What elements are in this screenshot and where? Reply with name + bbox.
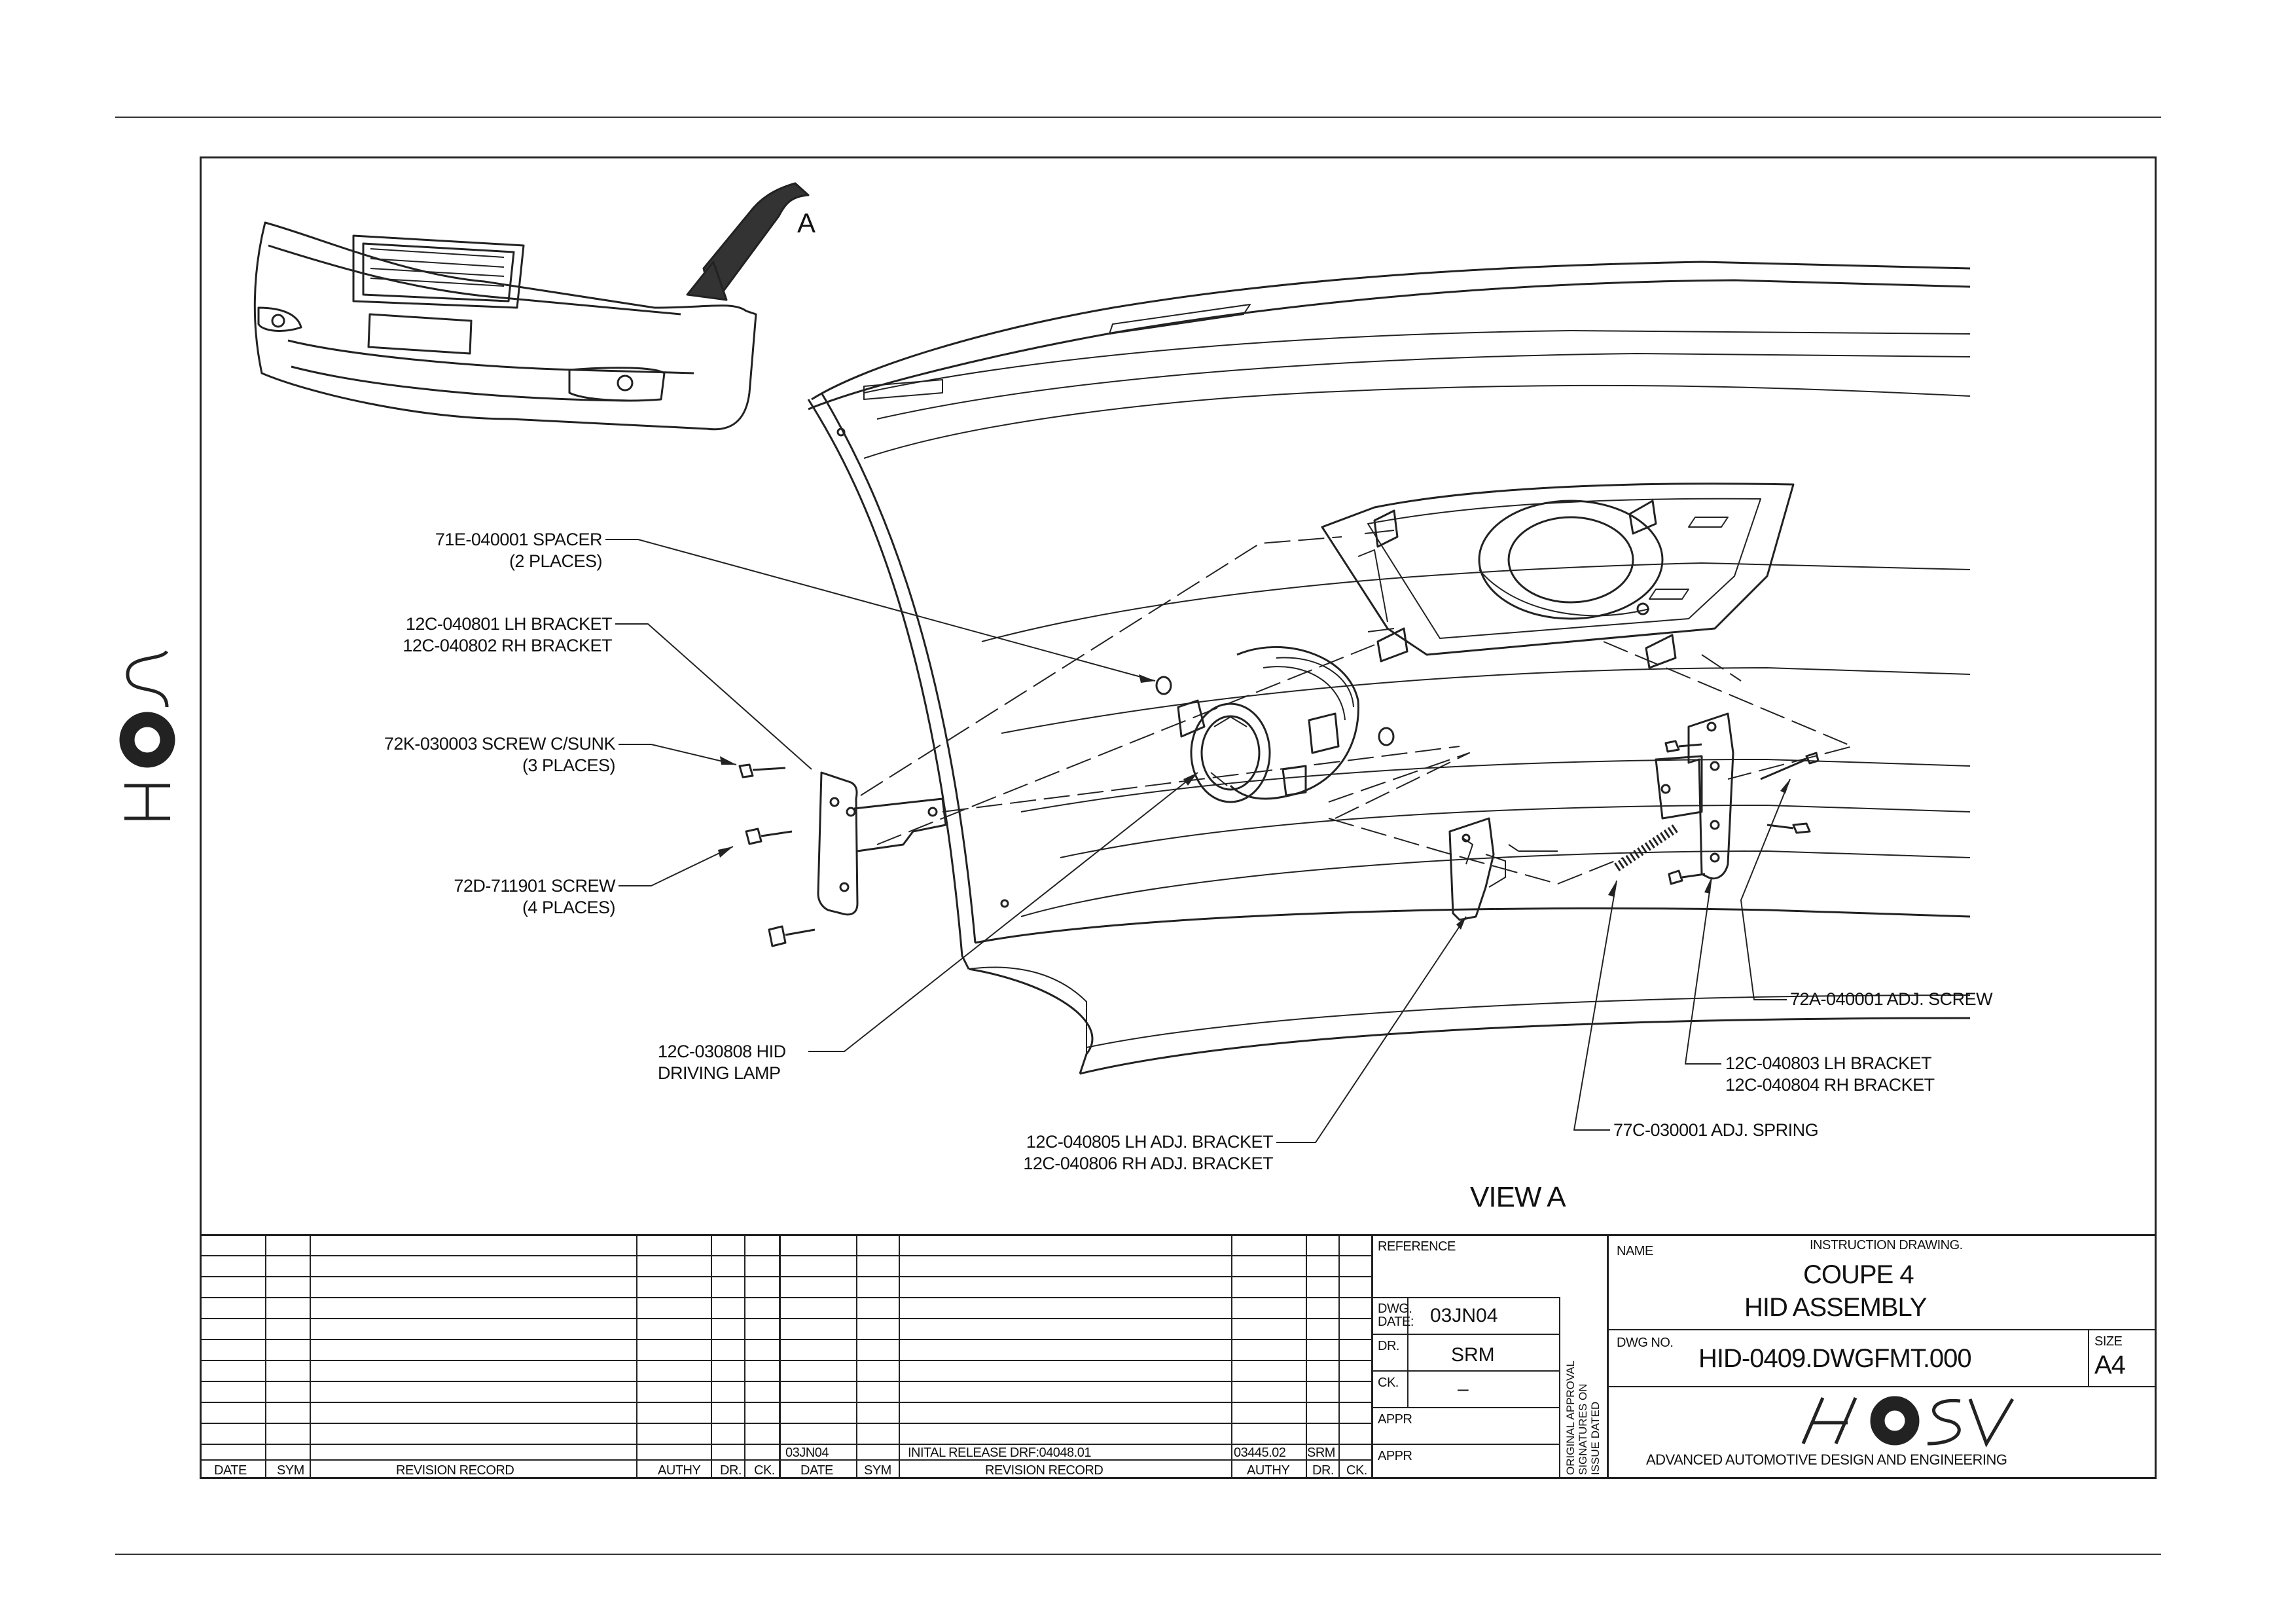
leader-arrowheads <box>718 674 1790 930</box>
rev-entry-authy: 03445.02 <box>1234 1446 1286 1460</box>
approval-note-2: SIGNATURES ON <box>1577 1383 1589 1475</box>
right-screws <box>1664 740 1820 885</box>
reference-label: REFERENCE <box>1378 1239 1456 1254</box>
bumper-overview <box>253 221 757 431</box>
callout-spring: 77C-030001 ADJ. SPRING <box>1613 1120 1819 1140</box>
lh-bracket <box>817 771 947 916</box>
adj-spring <box>1614 824 1678 871</box>
leader-lines <box>605 539 1791 1143</box>
rev-header-date-2: DATE <box>800 1463 833 1478</box>
rev-header-record-2: REVISION RECORD <box>985 1463 1103 1478</box>
rev-header-authy: AUTHY <box>658 1463 701 1478</box>
callout-lamp-line1: 12C-030808 HID <box>658 1042 786 1061</box>
callout-screw-line1: 72D-711901 SCREW <box>454 876 615 896</box>
approval-note-3: ISSUE DATED <box>1589 1401 1602 1475</box>
callout-screw: 72D-711901 SCREW (4 PLACES) <box>393 875 615 919</box>
ck-label: CK. <box>1378 1376 1399 1390</box>
callout-adj-bracket: 12C-040805 LH ADJ. BRACKET 12C-040806 RH… <box>982 1131 1273 1175</box>
rev-header-sym: SYM <box>277 1463 304 1478</box>
callout-spacer: 71E-040001 SPACER (2 PLACES) <box>412 529 603 572</box>
dwg-date-label-1: DWG. <box>1378 1302 1412 1316</box>
dr-label: DR. <box>1378 1339 1399 1353</box>
view-a-label: VIEW A <box>1470 1181 1566 1213</box>
approval-note: ORIGINAL APPROVAL SIGNATURES ON ISSUE DA… <box>1564 1360 1602 1475</box>
callout-screw-line2: (4 PLACES) <box>522 898 616 917</box>
callout-adj-bracket-line1: 12C-040805 LH ADJ. BRACKET <box>1026 1132 1274 1152</box>
dwg-no-value: HID-0409.DWGFMT.000 <box>1698 1344 1972 1373</box>
dwg-date-label: DWG. DATE: <box>1378 1302 1414 1328</box>
side-hsv-logo <box>119 650 175 820</box>
company-name: ADVANCED AUTOMOTIVE DESIGN AND ENGINEERI… <box>1646 1451 2007 1468</box>
name-label: NAME <box>1617 1244 1653 1258</box>
rev-header-dr: DR. <box>720 1463 742 1478</box>
hid-lamp <box>1155 646 1395 803</box>
callout-spacer-line1: 71E-040001 SPACER <box>435 530 603 549</box>
lamp-recess <box>1321 483 1795 669</box>
appr-label-1: APPR <box>1378 1412 1412 1427</box>
callout-screw-csunk: 72K-030003 SCREW C/SUNK (3 PLACES) <box>367 733 616 776</box>
rh-bracket <box>1655 712 1734 880</box>
dwg-date-label-2: DATE: <box>1378 1315 1414 1329</box>
rev-header-record: REVISION RECORD <box>396 1463 514 1478</box>
size-value: A4 <box>2094 1351 2126 1379</box>
view-arrow <box>686 182 810 301</box>
title-line-1: COUPE 4 <box>1803 1260 1914 1289</box>
approval-note-1: ORIGINAL APPROVAL <box>1564 1360 1577 1475</box>
ck-value: – <box>1458 1378 1469 1400</box>
callout-spacer-line2: (2 PLACES) <box>509 551 603 571</box>
rev-header-sym-2: SYM <box>864 1463 891 1478</box>
left-screws <box>738 763 816 947</box>
rev-header-ck: CK. <box>754 1463 775 1478</box>
callout-screw-csunk-line2: (3 PLACES) <box>522 756 616 775</box>
dwg-no-label: DWG NO. <box>1617 1336 1674 1350</box>
instruction-label: INSTRUCTION DRAWING. <box>1810 1238 1963 1252</box>
rev-header-ck-2: CK. <box>1346 1463 1367 1478</box>
callout-bracket2: 12C-040803 LH BRACKET 12C-040804 RH BRAC… <box>1725 1053 1935 1096</box>
hsv-logo <box>1801 1396 2015 1448</box>
drawing-frame <box>200 156 2157 1479</box>
callout-lamp: 12C-030808 HID DRIVING LAMP <box>658 1041 786 1084</box>
callout-bracket-line2: 12C-040802 RH BRACKET <box>403 636 612 655</box>
rev-entry-record: INITAL RELEASE DRF:04048.01 <box>908 1446 1091 1460</box>
assembly-lines <box>860 536 1853 884</box>
appr-label-2: APPR <box>1378 1449 1412 1463</box>
dr-value: SRM <box>1451 1344 1495 1366</box>
rev-header-dr-2: DR. <box>1312 1463 1334 1478</box>
callout-adj-bracket-line2: 12C-040806 RH ADJ. BRACKET <box>1023 1154 1273 1173</box>
size-label: SIZE <box>2094 1334 2123 1349</box>
top-rule <box>115 117 2161 118</box>
view-arrow-label: A <box>797 208 816 238</box>
callout-screw-csunk-line1: 72K-030003 SCREW C/SUNK <box>384 734 616 754</box>
callout-adj-screw: 72A-040001 ADJ. SCREW <box>1790 989 1993 1009</box>
bumper-corner <box>807 261 1971 1075</box>
callout-bracket: 12C-040801 LH BRACKET 12C-040802 RH BRAC… <box>367 613 612 657</box>
rev-entry-date: 03JN04 <box>785 1446 829 1460</box>
rev-entry-dr: SRM <box>1307 1446 1335 1460</box>
callout-bracket-line1: 12C-040801 LH BRACKET <box>405 614 613 634</box>
callout-bracket2-line2: 12C-040804 RH BRACKET <box>1725 1075 1935 1095</box>
dwg-date-value: 03JN04 <box>1430 1305 1498 1326</box>
rev-header-authy-2: AUTHY <box>1247 1463 1290 1478</box>
callout-bracket2-line1: 12C-040803 LH BRACKET <box>1725 1053 1932 1073</box>
title-line-2: HID ASSEMBLY <box>1744 1293 1927 1322</box>
callout-lamp-line2: DRIVING LAMP <box>658 1063 781 1083</box>
rev-header-date: DATE <box>214 1463 247 1478</box>
bottom-rule <box>115 1554 2161 1555</box>
title-block: DATE SYM REVISION RECORD AUTHY DR. CK. D… <box>200 1234 2157 1479</box>
